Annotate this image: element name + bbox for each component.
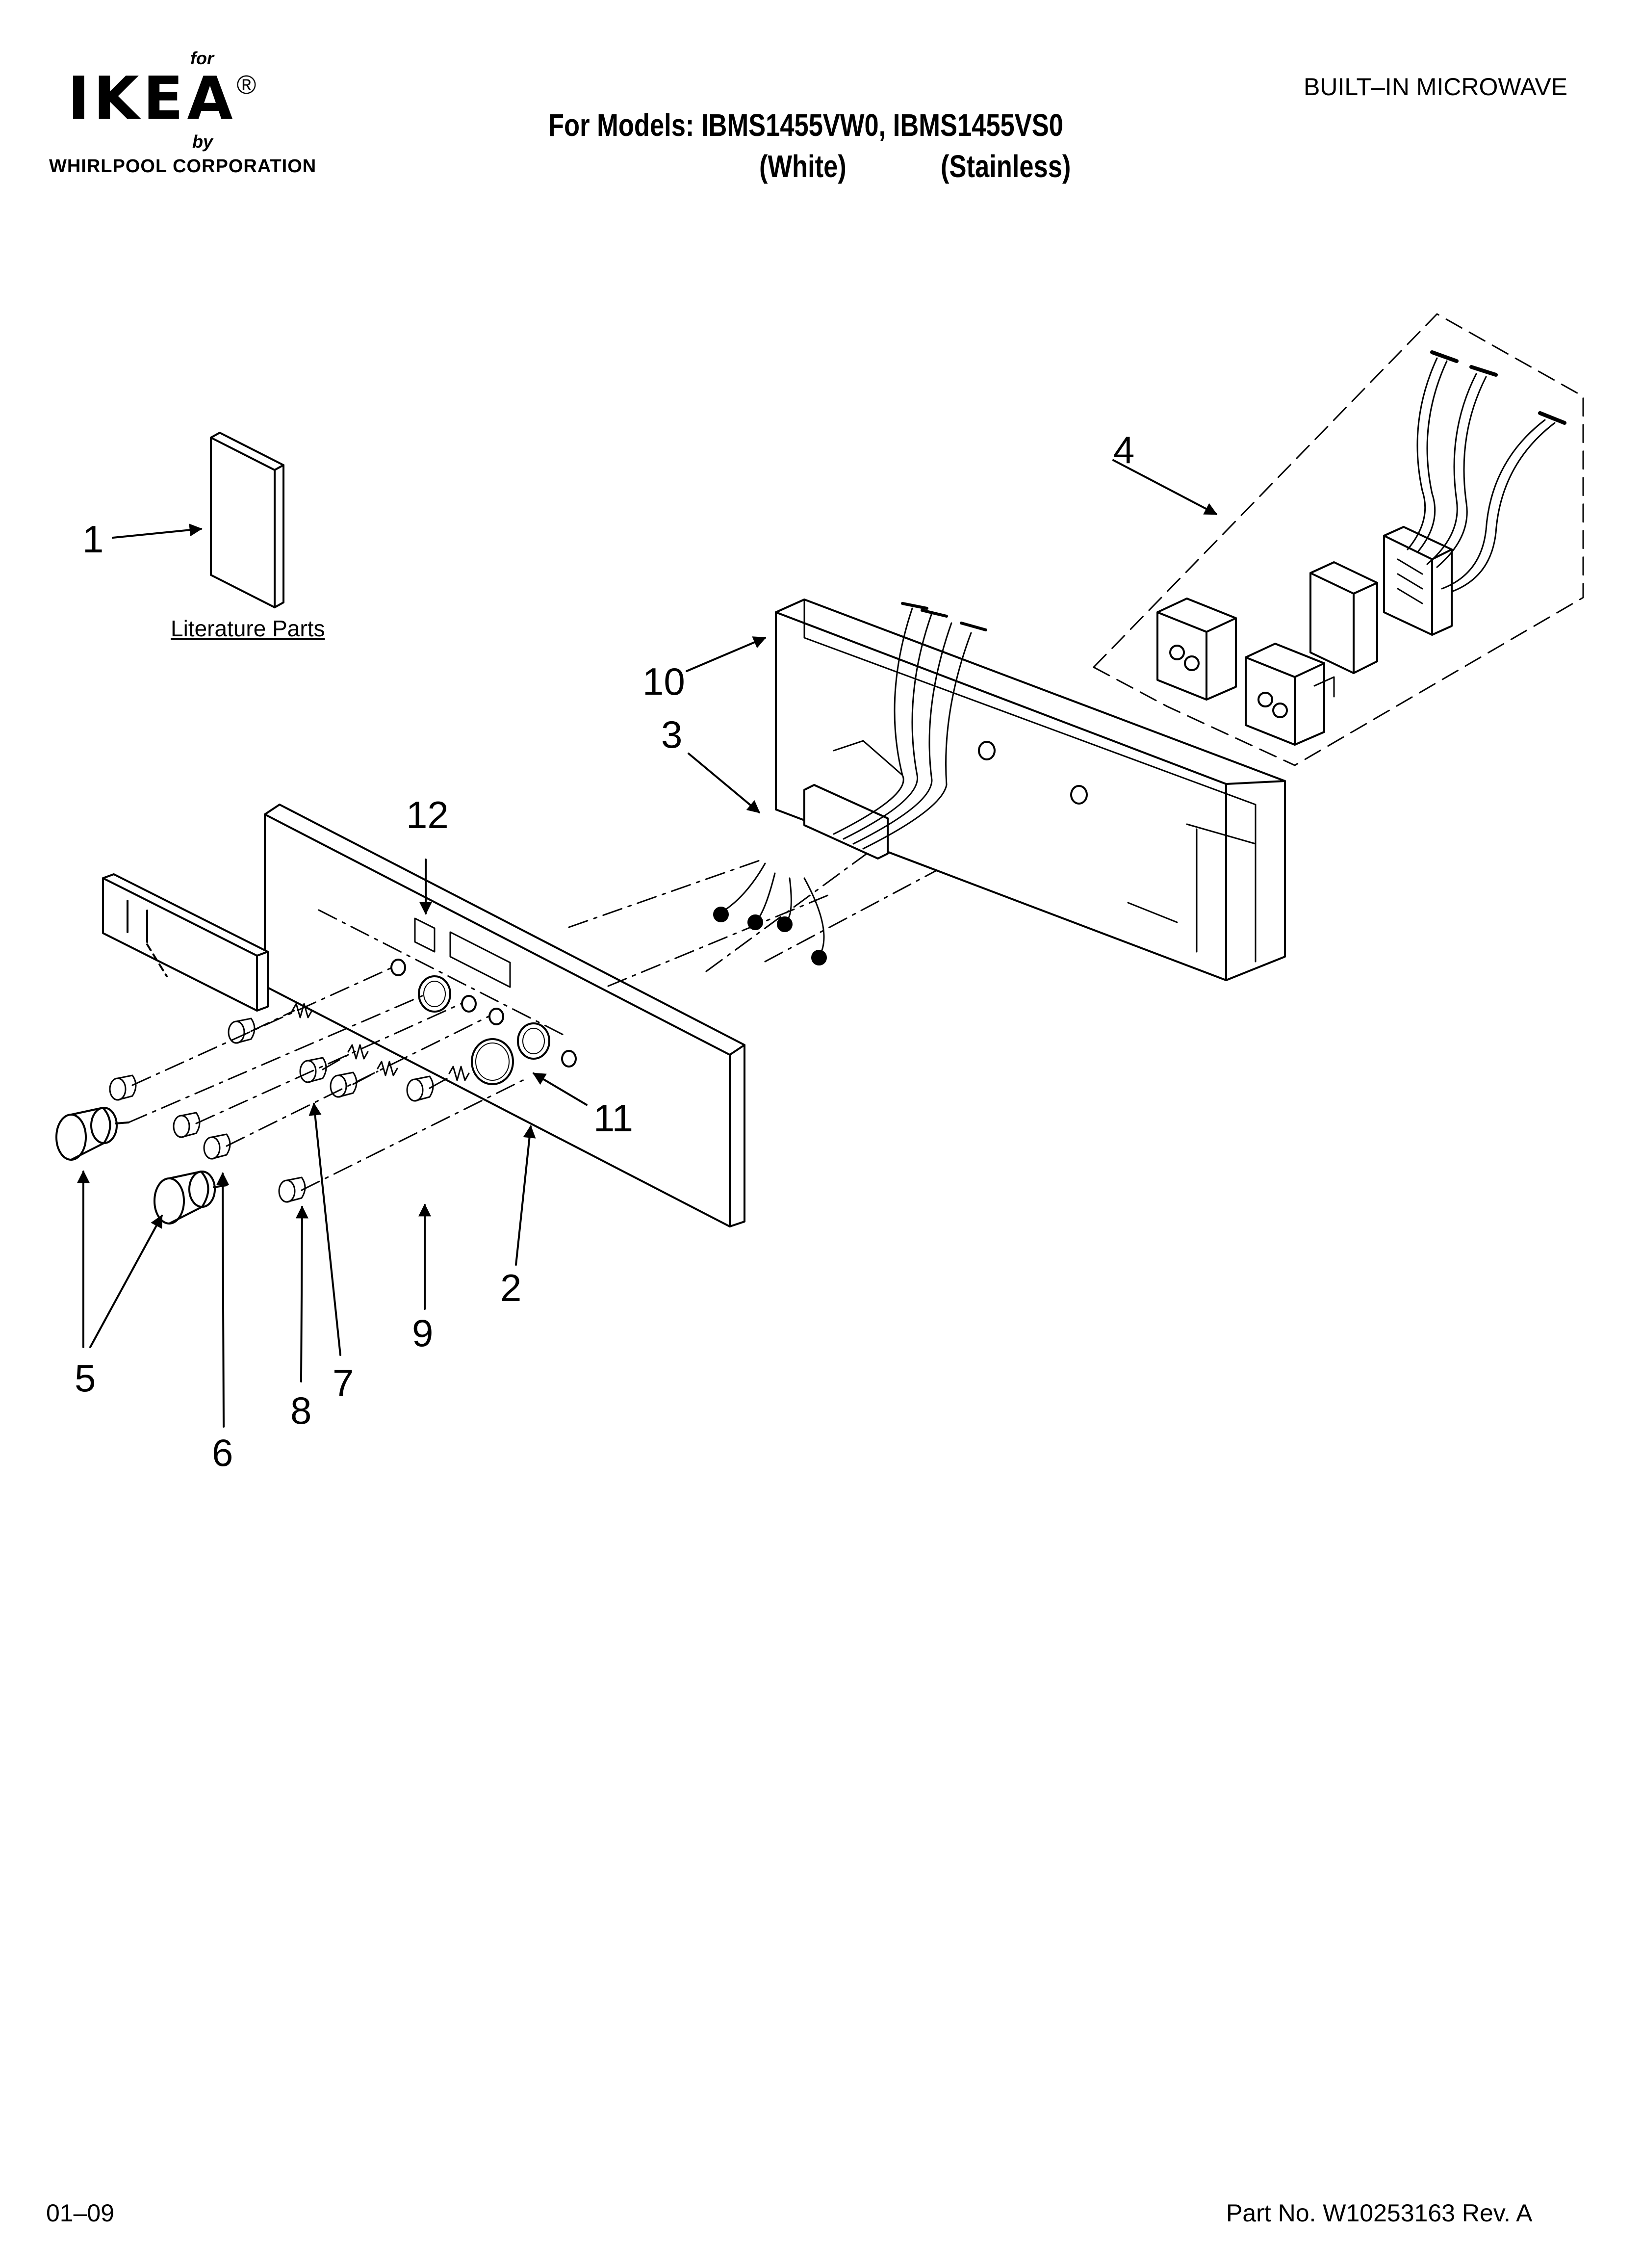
control-panel: [264, 804, 745, 1227]
display-bracket: [102, 873, 269, 1012]
callout-7: 7: [333, 1361, 354, 1405]
callout-1: 1: [82, 518, 104, 561]
callout-12: 12: [406, 793, 449, 836]
registered-mark: ®: [236, 70, 257, 100]
variant-white: (White): [759, 149, 847, 184]
variant-stainless: (Stainless): [941, 149, 1071, 184]
leader-arrows: [77, 459, 1218, 1428]
callout-5: 5: [75, 1356, 96, 1400]
ikea-logo: IKEA®: [68, 70, 256, 129]
buttons-and-springs: [109, 1003, 470, 1203]
callout-3: 3: [661, 713, 683, 756]
literature-booklet: [210, 432, 284, 608]
callout-2: 2: [500, 1266, 522, 1309]
part-number: Part No. W10253163 Rev. A: [1226, 2199, 1533, 2227]
logo-by-text: by: [192, 131, 213, 152]
callout-4: 4: [1113, 428, 1135, 471]
literature-parts-label: Literature Parts: [171, 616, 325, 641]
control-housing: [713, 599, 1286, 981]
callout-6: 6: [212, 1431, 233, 1474]
product-type: BUILT–IN MICROWAVE: [1304, 73, 1568, 101]
callout-11: 11: [593, 1096, 633, 1140]
callout-8: 8: [290, 1389, 312, 1432]
logo-for-text: for: [190, 48, 214, 68]
callout-9: 9: [412, 1311, 434, 1355]
models-line: For Models: IBMS1455VW0, IBMS1455VS0: [548, 107, 1063, 143]
callout-10: 10: [642, 660, 685, 703]
electronic-control-kit: [1093, 313, 1584, 766]
logo-wordmark: IKEA: [68, 65, 237, 133]
date-code: 01–09: [46, 2199, 115, 2227]
corporation-name: WHIRLPOOL CORPORATION: [49, 156, 317, 177]
large-knobs: [55, 1107, 228, 1225]
